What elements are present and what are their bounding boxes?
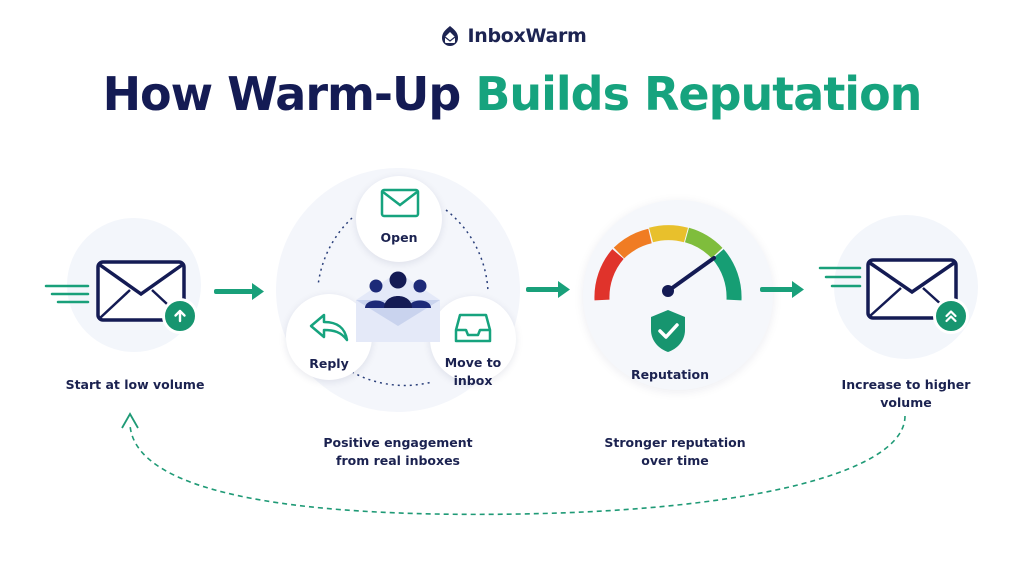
open-mail-icon — [380, 188, 420, 218]
shield-check-icon — [651, 310, 685, 352]
arrow-1 — [214, 283, 264, 300]
inbox-tray-icon — [454, 313, 492, 343]
reputation-caption-line-2: over time — [641, 453, 709, 468]
brand-name: InboxWarm — [467, 25, 587, 47]
increase-label-line-2: volume — [880, 395, 932, 410]
reputation-caption-line-1: Stronger reputation — [604, 435, 746, 450]
double-chevron-up-icon — [945, 310, 957, 323]
return-arrowhead — [121, 412, 139, 429]
arrow-up-icon — [174, 309, 186, 323]
arrow-3 — [760, 281, 804, 298]
double-up-badge — [933, 298, 969, 334]
move-label: Move to inbox — [430, 354, 516, 390]
engagement-caption-line-1: Positive engagement — [323, 435, 473, 450]
reputation-gauge-icon — [594, 225, 742, 301]
brand: InboxWarm — [0, 24, 1024, 48]
page-title: How Warm-Up Builds Reputation — [0, 62, 1024, 126]
open-label: Open — [380, 230, 418, 245]
start-label: Start at low volume — [65, 377, 205, 392]
reputation-label: Reputation — [630, 367, 710, 382]
engagement-caption-line-2: from real inboxes — [336, 453, 460, 468]
mail-envelope-high-icon — [866, 258, 958, 320]
return-loop — [129, 415, 906, 516]
engagement-caption: Positive engagement from real inboxes — [300, 434, 496, 470]
increase-label-line-1: Increase to higher — [841, 377, 971, 392]
increase-label: Increase to higher volume — [806, 376, 1006, 412]
inboxwarm-logo-icon — [442, 26, 459, 46]
move-label-line-2: inbox — [453, 373, 493, 388]
reply-label: Reply — [309, 356, 349, 371]
engagement-ring — [317, 217, 353, 287]
reply-arrow-icon — [309, 313, 349, 342]
reputation-caption: Stronger reputation over time — [586, 434, 764, 470]
move-label-line-1: Move to — [444, 355, 502, 370]
speed-lines-left — [44, 284, 90, 304]
speed-lines-right — [818, 266, 862, 288]
title-part-1: How Warm-Up — [102, 67, 462, 121]
title-part-2: Builds Reputation — [475, 67, 922, 121]
users-in-envelope-icon — [356, 271, 440, 342]
up-arrow-badge — [162, 298, 198, 334]
arrow-2 — [526, 281, 570, 298]
